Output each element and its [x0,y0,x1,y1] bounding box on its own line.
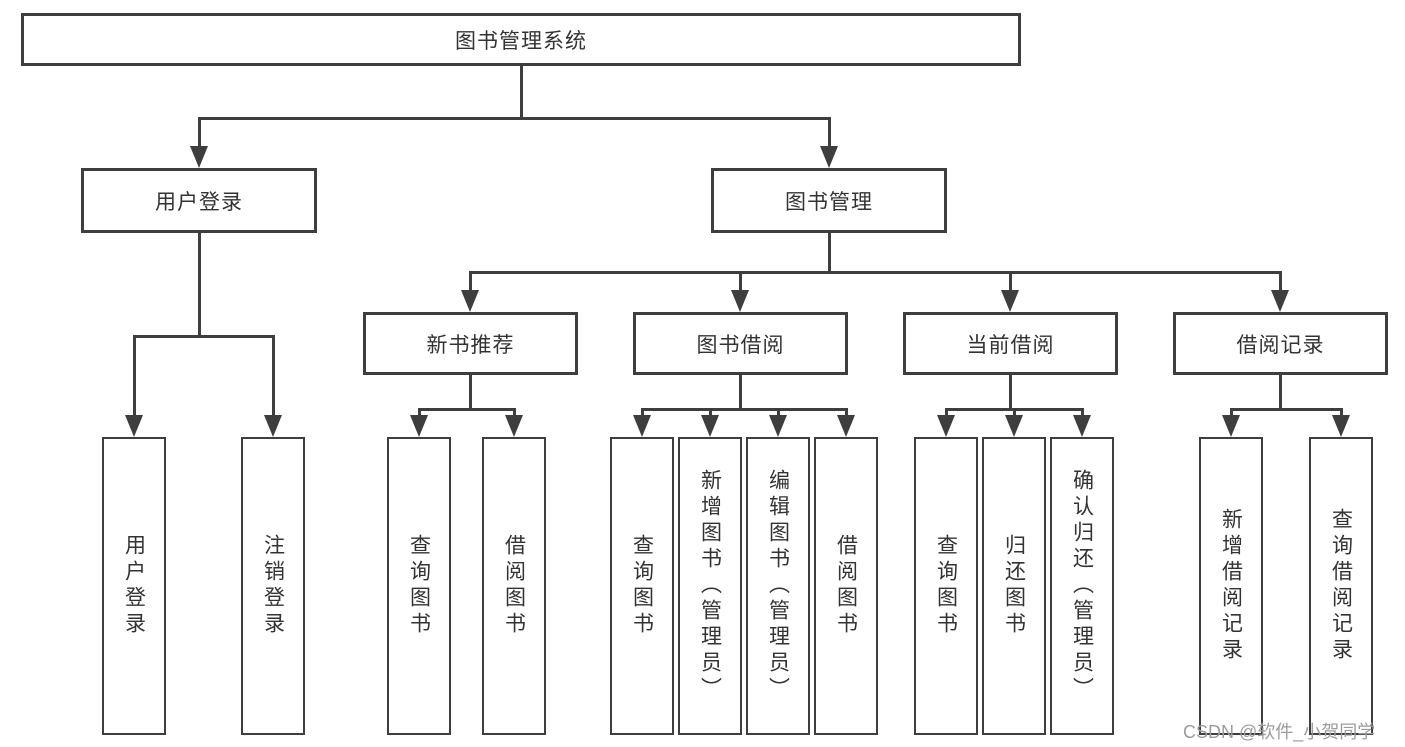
connector-line [469,273,472,292]
connector-line [1230,408,1343,411]
csdn-watermark: CSDN @软件_小贺同学 [1183,722,1376,742]
leaf-bb-borrow-books: 借阅图书 [814,437,878,735]
arrowhead-down [820,146,838,168]
connector-line [1230,410,1233,417]
leaf-label: 用户登录 [122,534,146,638]
arrowhead-down [1005,415,1023,437]
connector-line [641,408,848,411]
leaf-label: 新增借阅记录 [1219,508,1243,664]
connector-line [828,233,831,273]
leaf-label: 查询图书 [934,534,958,638]
connector-line [739,273,742,292]
arrowhead-down [410,415,428,437]
leaf-label: 注销登录 [261,534,285,638]
node-current-borrowing: 当前借阅 [903,312,1118,375]
connector-line [945,410,948,417]
connector-line [272,337,275,417]
arrowhead-down [937,415,955,437]
node-label: 新书推荐 [426,333,515,357]
node-label: 图书管理 [785,190,873,214]
leaf-label: 借阅图书 [834,534,858,638]
connector-line [739,375,742,410]
connector-line [469,375,472,410]
node-label: 用户登录 [155,190,243,214]
connector-line [418,408,516,411]
connector-line [1279,273,1282,292]
leaf-label: 查询图书 [407,534,431,638]
connector-line [1340,410,1343,417]
connector-line [133,335,275,338]
connector-line [1009,273,1012,292]
leaf-label: 确认归还（管理员） [1070,469,1094,703]
arrowhead-down [461,290,479,312]
connector-line [513,410,516,417]
leaf-cb-query-books: 查询图书 [914,437,978,735]
node-library-management-system: 图书管理系统 [21,13,1021,66]
leaf-user-login: 用户登录 [102,437,166,735]
arrowhead-down [701,415,719,437]
arrowhead-down [1332,415,1350,437]
connector-line [418,410,421,417]
leaf-br-add-record: 新增借阅记录 [1199,437,1263,735]
node-label: 图书管理系统 [455,29,587,53]
node-book-management: 图书管理 [711,168,947,233]
connector-line [1081,410,1084,417]
connector-line [469,271,1282,274]
arrowhead-down [1001,290,1019,312]
node-label: 当前借阅 [966,333,1055,357]
connector-line [641,410,644,417]
node-user-login: 用户登录 [81,168,317,233]
leaf-br-query-record: 查询借阅记录 [1309,437,1373,735]
leaf-logout: 注销登录 [241,437,305,735]
connector-line [198,119,201,148]
connector-line [1279,375,1282,410]
arrowhead-down [769,415,787,437]
arrowhead-down [125,415,143,437]
leaf-label: 编辑图书（管理员） [766,469,790,703]
leaf-nbr-borrow-books: 借阅图书 [482,437,546,735]
connector-line [520,66,523,119]
connector-line [198,117,831,120]
connector-line [198,233,201,337]
leaf-label: 新增图书（管理员） [698,469,722,703]
connector-line [133,337,136,417]
leaf-label: 查询借阅记录 [1329,508,1353,664]
leaf-bb-edit-books-admin: 编辑图书（管理员） [746,437,810,735]
arrowhead-down [1073,415,1091,437]
leaf-label: 归还图书 [1002,534,1026,638]
connector-line [828,119,831,148]
connector-line [709,410,712,417]
arrowhead-down [264,415,282,437]
arrowhead-down [731,290,749,312]
node-label: 借阅记录 [1236,333,1325,357]
connector-line [945,408,1084,411]
arrowhead-down [1271,290,1289,312]
leaf-bb-add-books-admin: 新增图书（管理员） [678,437,742,735]
leaf-cb-confirm-return-admin: 确认归还（管理员） [1050,437,1114,735]
connector-line [1013,410,1016,417]
leaf-label: 借阅图书 [502,534,526,638]
arrowhead-down [837,415,855,437]
leaf-bb-query-books: 查询图书 [610,437,674,735]
leaf-cb-return-books: 归还图书 [982,437,1046,735]
arrowhead-down [190,146,208,168]
node-book-borrowing: 图书借阅 [633,312,848,375]
leaf-nbr-query-books: 查询图书 [387,437,451,735]
connector-line [777,410,780,417]
node-new-book-recommend: 新书推荐 [363,312,578,375]
connector-line [1009,375,1012,410]
connector-line [845,410,848,417]
node-borrowing-records: 借阅记录 [1173,312,1388,375]
leaf-label: 查询图书 [630,534,654,638]
arrowhead-down [1222,415,1240,437]
arrowhead-down [633,415,651,437]
arrowhead-down [505,415,523,437]
node-label: 图书借阅 [696,333,785,357]
